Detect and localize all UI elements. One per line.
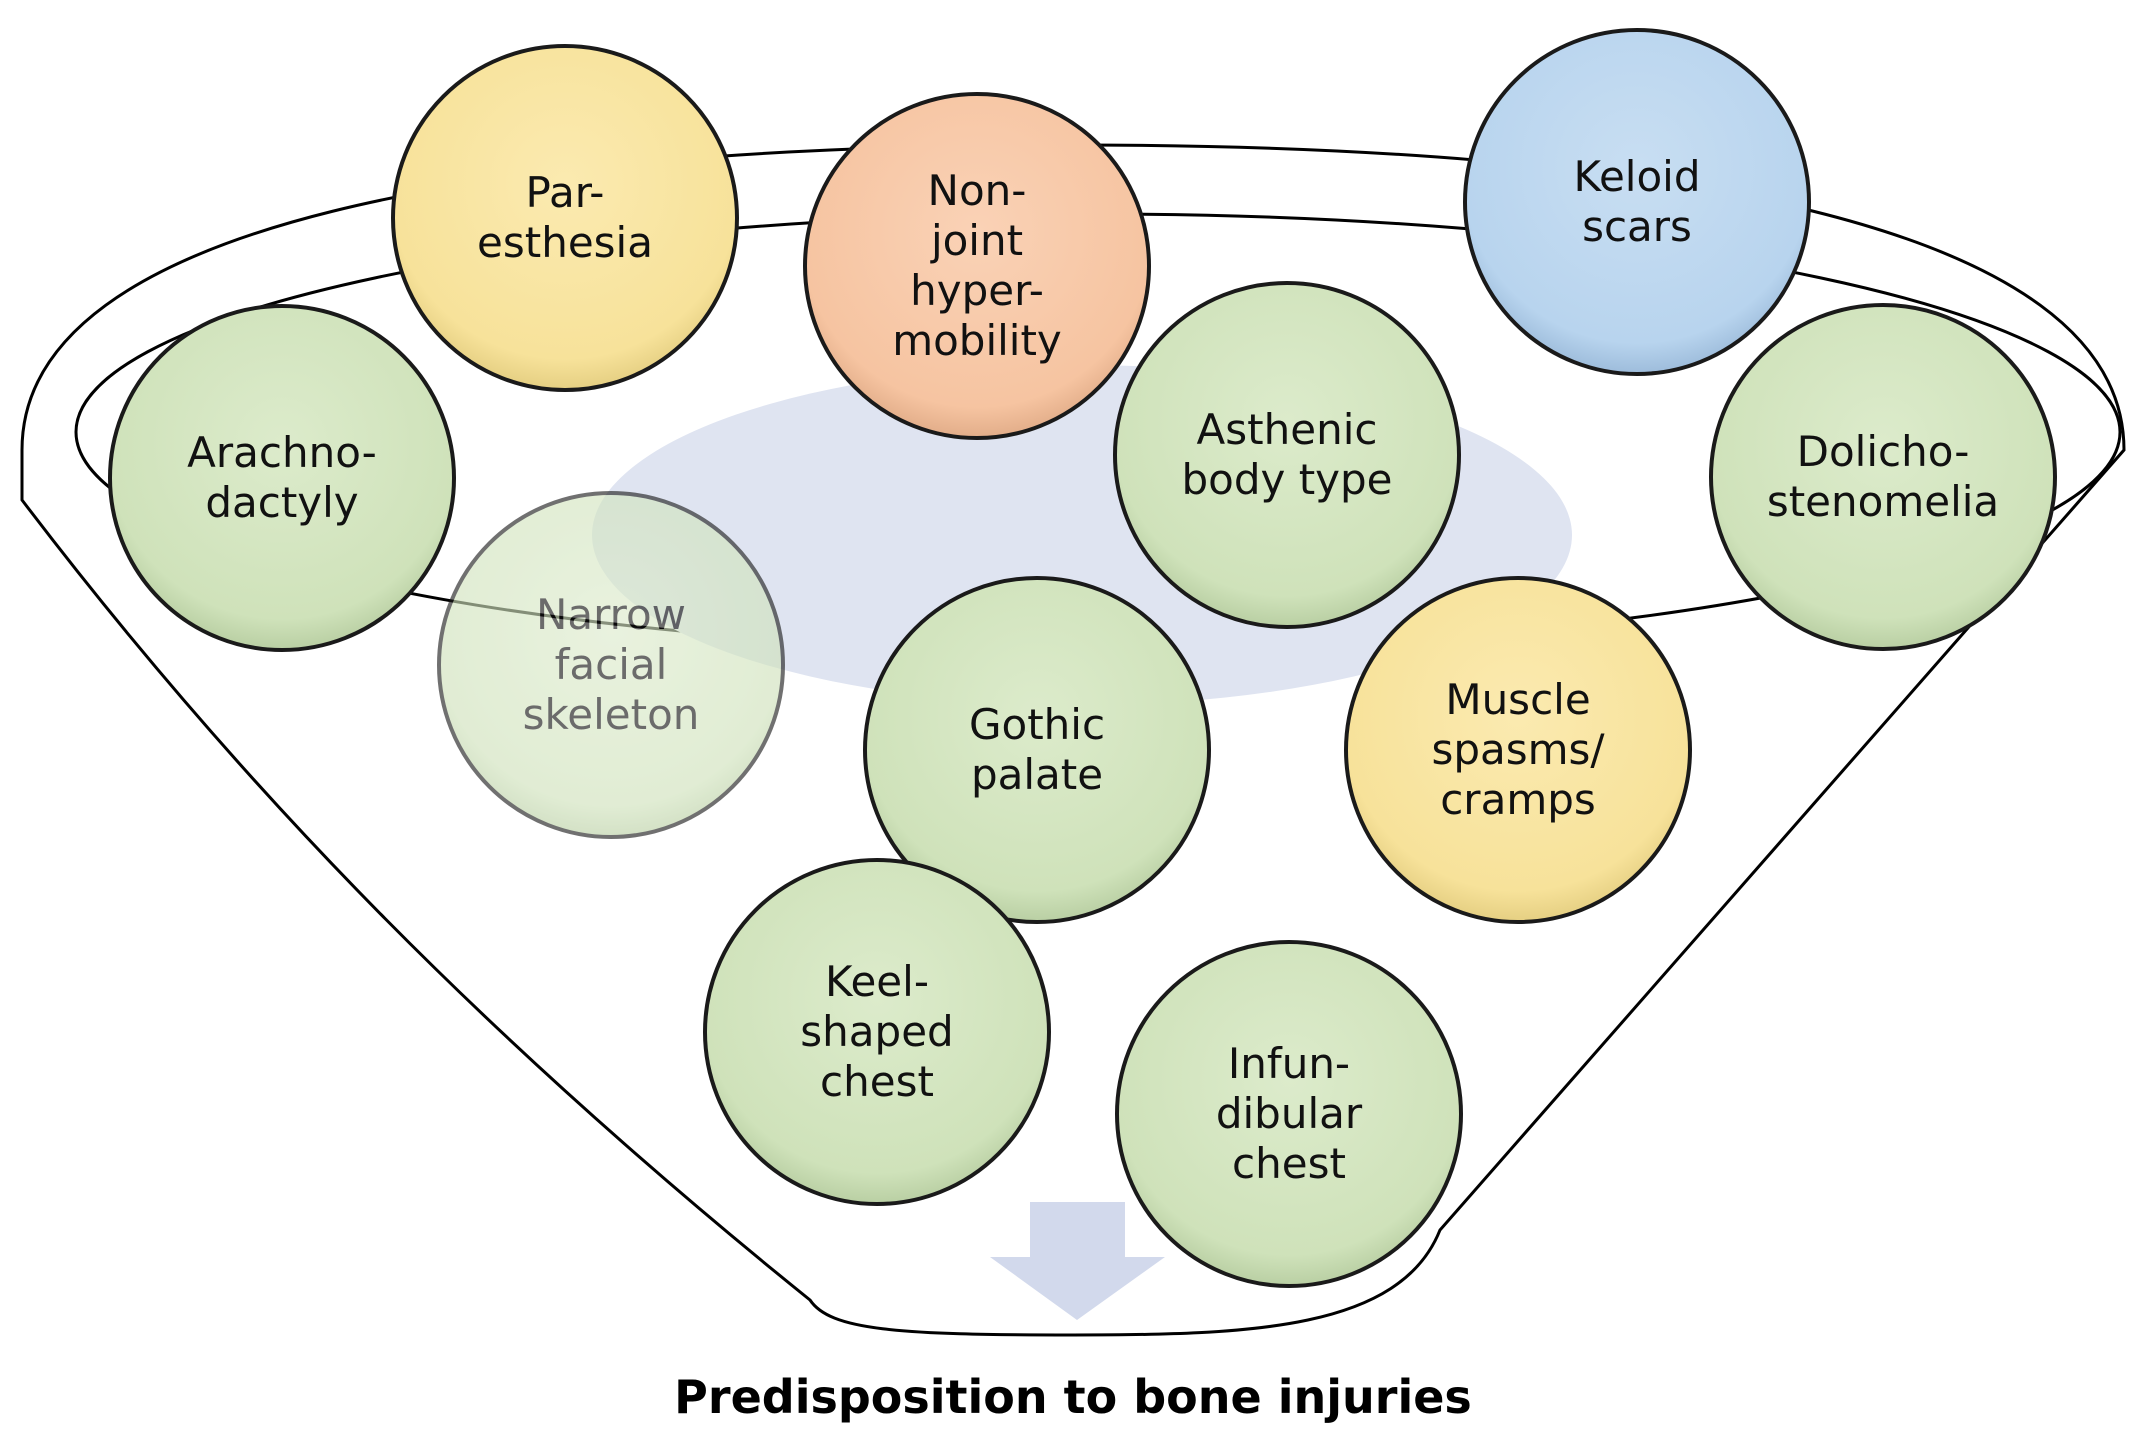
node-label-line: Par-	[526, 168, 605, 217]
node-dolichostenomelia: Dolicho-stenomelia	[1709, 303, 2057, 651]
node-circle	[1113, 281, 1461, 629]
node-label-line: Muscle	[1445, 675, 1590, 724]
node-label: Dolicho-stenomelia	[1767, 427, 1999, 526]
node-label: Par-esthesia	[477, 168, 653, 267]
node-label-line: Narrow	[536, 590, 686, 639]
node-label-line: scars	[1582, 202, 1692, 251]
node-label-line: palate	[971, 750, 1103, 799]
node-label-line: Infun-	[1228, 1039, 1350, 1088]
node-circle	[108, 304, 456, 652]
node-label-line: stenomelia	[1767, 477, 1999, 526]
node-label-line: Keloid	[1574, 152, 1701, 201]
node-label-line: Arachno-	[187, 428, 377, 477]
node-label-line: Non-	[928, 166, 1027, 215]
node-arachnodactyly: Arachno-dactyly	[108, 304, 456, 652]
node-label-line: Asthenic	[1197, 405, 1378, 454]
node-label-line: facial	[555, 640, 668, 689]
node-label-line: Gothic	[969, 700, 1105, 749]
node-label-line: hyper-	[910, 266, 1044, 315]
node-label-line: shaped	[800, 1007, 953, 1056]
node-circle	[803, 92, 1151, 440]
node-circle	[1344, 576, 1692, 924]
node-label-line: body type	[1181, 455, 1392, 504]
node-label-line: chest	[820, 1057, 934, 1106]
node-label-line: Keel-	[825, 957, 929, 1006]
down-arrow-icon	[990, 1202, 1165, 1320]
node-circle	[437, 491, 785, 839]
node-circle	[1463, 28, 1811, 376]
node-label-line: chest	[1232, 1139, 1346, 1188]
node-circle	[391, 44, 739, 392]
node-label-line: skeleton	[523, 690, 700, 739]
diagram-caption: Predisposition to bone injuries	[674, 1370, 1472, 1424]
node-circle	[863, 576, 1211, 924]
node-label-line: dactyly	[205, 478, 358, 527]
node-paresthesia: Par-esthesia	[391, 44, 739, 392]
node-label-line: cramps	[1440, 775, 1596, 824]
node-label-line: dibular	[1216, 1089, 1363, 1138]
node-label-line: spasms/	[1431, 725, 1605, 774]
node-label-line: Dolicho-	[1797, 427, 1970, 476]
node-circle	[1709, 303, 2057, 651]
node-label-line: joint	[930, 216, 1023, 265]
node-label: Arachno-dactyly	[187, 428, 377, 527]
node-circle	[1115, 940, 1463, 1288]
node-label-line: esthesia	[477, 218, 653, 267]
node-circle	[703, 858, 1051, 1206]
node-label-line: mobility	[892, 316, 1062, 365]
